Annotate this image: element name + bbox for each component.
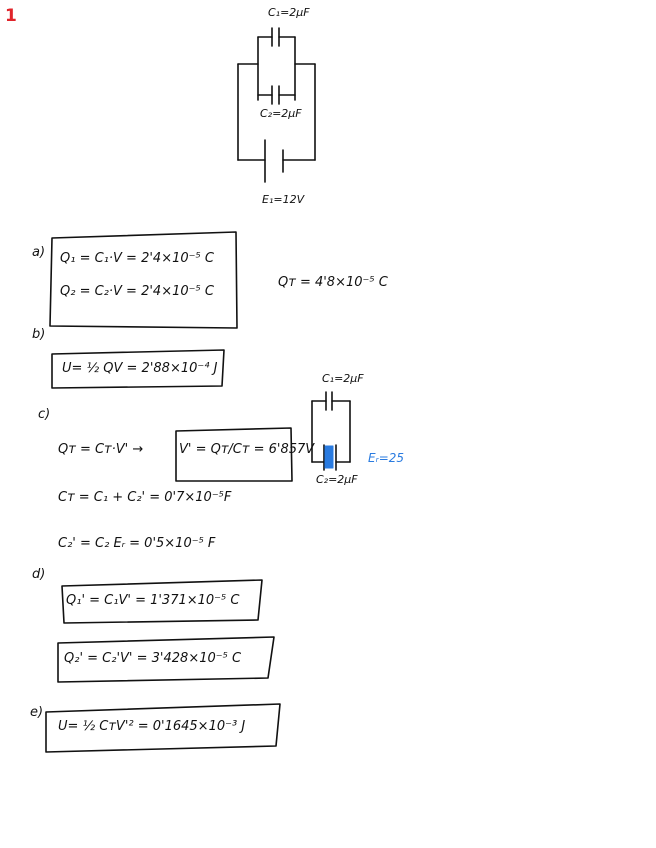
answer-box-q1p xyxy=(61,579,263,624)
c2-label-dielectric: C₂=2μF xyxy=(316,473,358,486)
qt-ct-equation: Qᴛ = Cᴛ·V' → xyxy=(58,442,144,457)
qt-equation: Qᴛ = 4'8×10⁻⁵ C xyxy=(278,275,388,290)
c2prime-equation: C₂' = C₂ Eᵣ = 0'5×10⁻⁵ F xyxy=(58,536,216,551)
part-e-label: e) xyxy=(30,705,44,720)
part-b-label: b) xyxy=(32,327,46,342)
q1-equation: Q₁ = C₁·V = 2'4×10⁻⁵ C xyxy=(60,251,214,266)
part-c-label: c) xyxy=(38,407,51,422)
answer-box-e xyxy=(45,703,281,753)
answer-box-vprime xyxy=(175,427,293,482)
q2prime-equation: Q₂' = C₂'V' = 3'428×10⁻⁵ C xyxy=(64,651,242,666)
energy-e-equation: U= ½ CᴛV'² = 0'1645×10⁻³ J xyxy=(58,719,246,734)
energy-b-equation: U= ½ QV = 2'88×10⁻⁴ J xyxy=(62,361,218,376)
source-label: E₁=12V xyxy=(262,193,305,206)
c1-label-dielectric: C₁=2μF xyxy=(322,372,364,385)
page-number: 1 xyxy=(5,6,17,26)
answer-box-b xyxy=(51,349,225,389)
vprime-equation: V' = Qᴛ/Cᴛ = 6'857V xyxy=(179,442,315,457)
q1prime-equation: Q₁' = C₁V' = 1'371×10⁻⁵ C xyxy=(66,593,240,608)
answer-box-a xyxy=(49,231,238,329)
dielectric-fill xyxy=(324,445,334,469)
c1-label-top: C₁=2μF xyxy=(268,6,310,19)
part-a-label: a) xyxy=(32,245,46,260)
c2-label-top: C₂=2μF xyxy=(260,107,302,120)
q2-equation: Q₂ = C₂·V = 2'4×10⁻⁵ C xyxy=(60,284,214,299)
ct-equation: Cᴛ = C₁ + C₂' = 0'7×10⁻⁵F xyxy=(58,490,232,505)
circuit-diagram-top xyxy=(237,27,316,183)
part-d-label: d) xyxy=(32,567,46,582)
circuit-diagram-dielectric xyxy=(311,391,351,471)
er-label: Eᵣ=25 xyxy=(368,451,405,465)
answer-box-q2p xyxy=(57,636,275,683)
